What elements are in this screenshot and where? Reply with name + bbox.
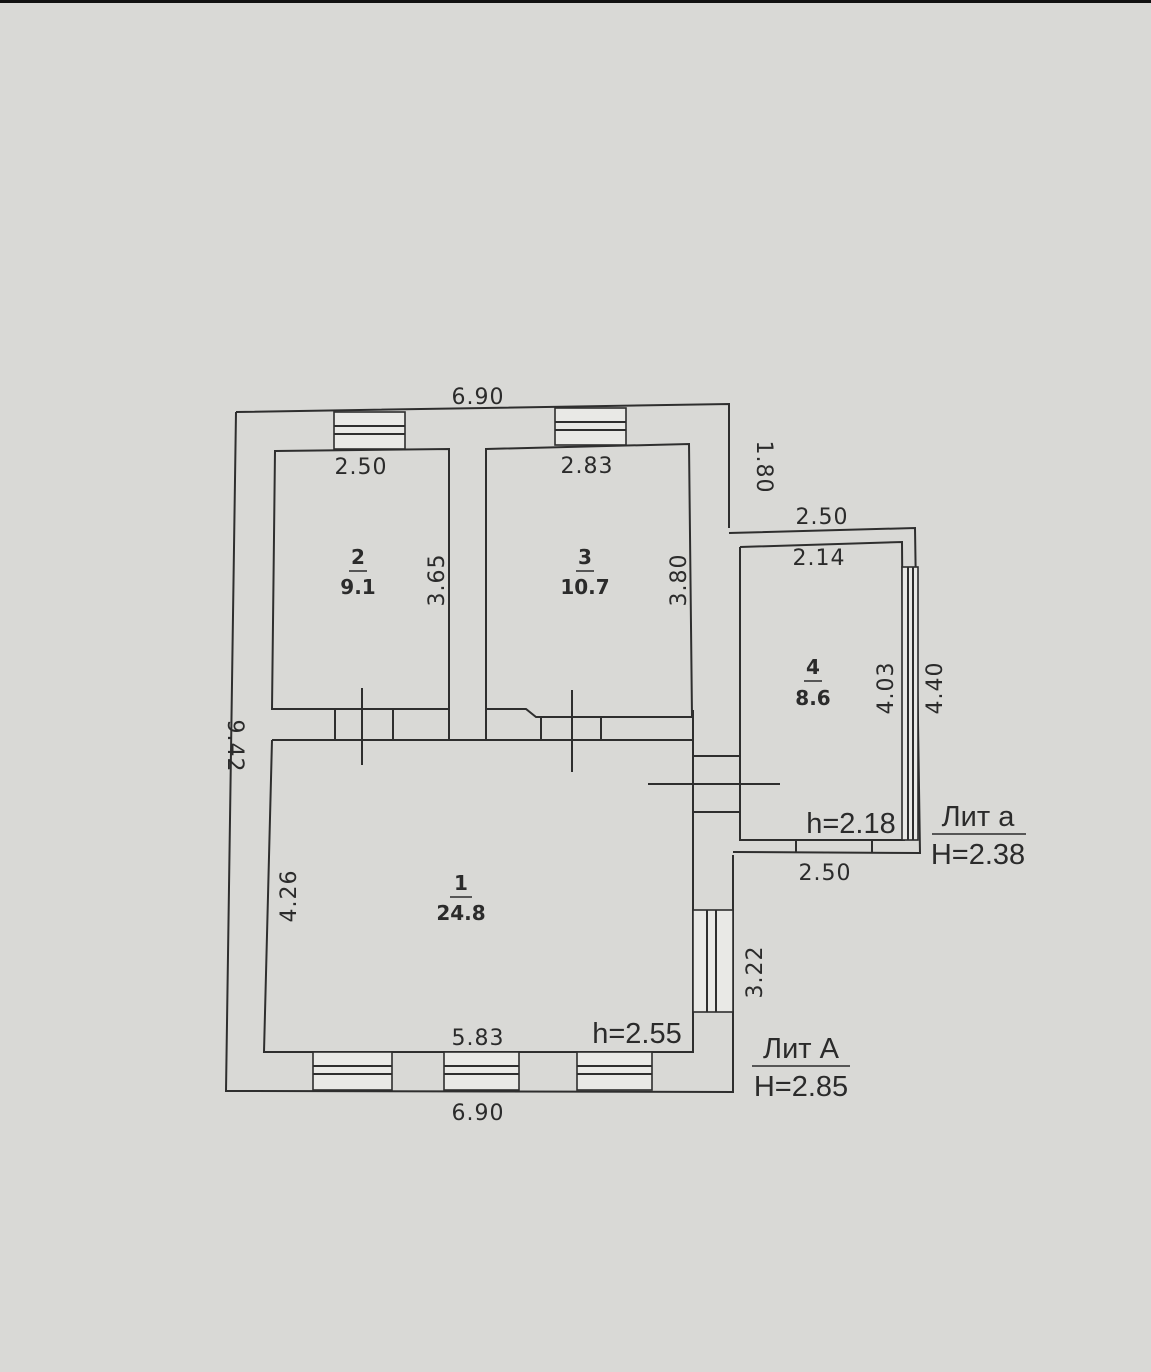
window-right — [692, 909, 734, 1013]
height-annex-room: h=2.18 — [806, 808, 896, 840]
dim-left-outer: 9.42 — [222, 720, 247, 773]
window-bottom-3 — [576, 1051, 653, 1091]
dim-room1-width: 5.83 — [452, 1026, 505, 1051]
room-1-number: 1 — [454, 871, 468, 895]
dim-annex-top-outer: 2.50 — [796, 505, 849, 530]
dim-room3-depth: 3.80 — [667, 554, 692, 607]
dim-right-lower: 3.22 — [743, 946, 768, 999]
dim-right-upper: 1.80 — [751, 441, 776, 494]
lit-main-label: Лит А — [763, 1033, 840, 1065]
dim-room2-width: 2.50 — [335, 455, 388, 480]
window-annex — [901, 566, 919, 841]
room-3-area: 10.7 — [560, 575, 609, 599]
door-room-2 — [334, 688, 394, 765]
room-2-number: 2 — [351, 545, 365, 569]
dim-bottom-outer: 6.90 — [452, 1101, 505, 1126]
dim-annex-top-inner: 2.14 — [793, 546, 846, 571]
room-2-area: 9.1 — [340, 575, 375, 599]
dim-annex-outer-depth: 4.40 — [923, 662, 948, 715]
top-edge — [0, 0, 1151, 3]
door-to-annex — [648, 755, 780, 813]
dim-room3-width: 2.83 — [561, 454, 614, 479]
room-4-number: 4 — [806, 655, 820, 679]
room-3-number: 3 — [578, 545, 592, 569]
dim-room1-depth: 4.26 — [277, 870, 302, 923]
window-bottom-1 — [312, 1051, 393, 1091]
dim-room2-depth: 3.65 — [425, 554, 450, 607]
lit-annex-label: Лит а — [942, 801, 1016, 833]
height-main-room: h=2.55 — [592, 1018, 682, 1050]
door-room-3 — [540, 690, 602, 772]
lit-main-height: H=2.85 — [754, 1071, 848, 1103]
window-top-right — [554, 407, 627, 446]
main-building-walls — [224, 402, 734, 1094]
dim-top-outer: 6.90 — [452, 385, 505, 410]
room-1-area: 24.8 — [436, 901, 485, 925]
room-4-area: 8.6 — [795, 686, 830, 710]
window-bottom-2 — [443, 1051, 520, 1091]
dim-annex-inner-depth: 4.03 — [874, 662, 899, 715]
dim-annex-bottom: 2.50 — [799, 861, 852, 886]
lit-annex-height: H=2.38 — [931, 839, 1025, 871]
window-top-left — [333, 411, 406, 450]
